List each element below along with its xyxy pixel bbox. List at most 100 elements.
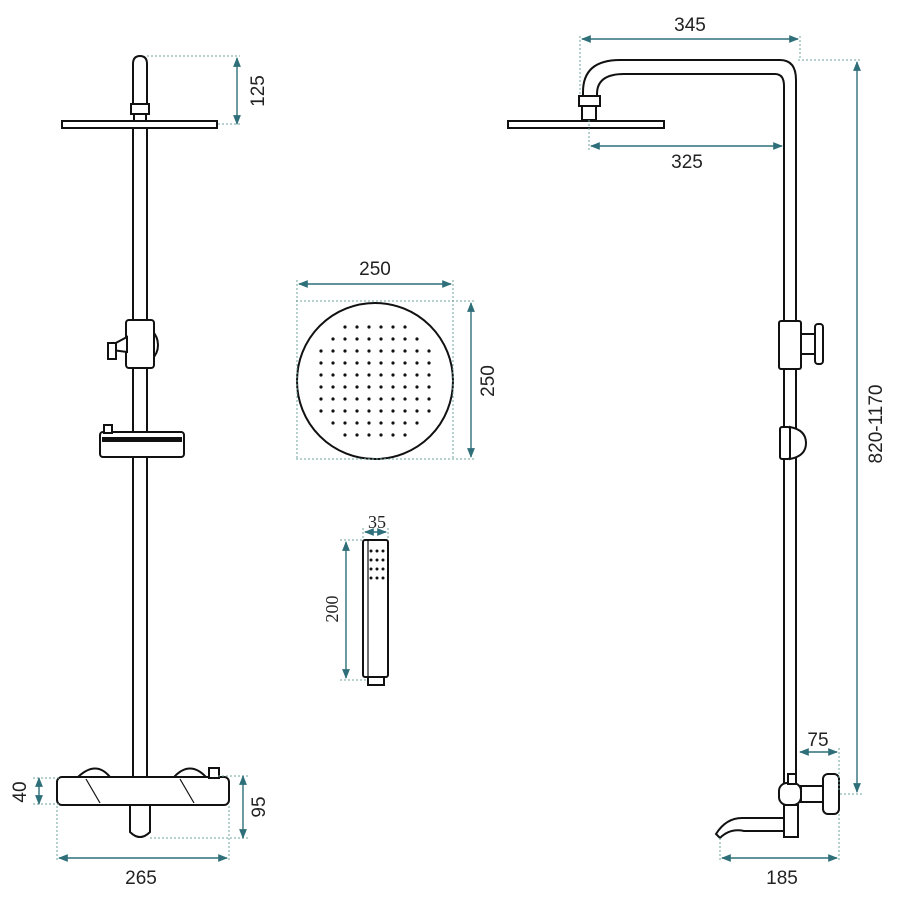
hand-nozzle-dot (369, 549, 373, 553)
nozzle-dot (355, 349, 359, 353)
front-view: 125 40 95 265 (10, 54, 270, 889)
nozzle-dot (319, 349, 323, 353)
nozzle-dot (379, 397, 383, 401)
nozzle-dot (427, 397, 431, 401)
thermostat-mixer-body (56, 776, 230, 806)
nozzle-dot (379, 409, 383, 413)
hand-nozzle-dot (381, 558, 385, 562)
nozzle-dot (379, 421, 383, 425)
nozzle-dot (343, 421, 347, 425)
nozzle-dot (415, 361, 419, 365)
nozzle-dot (343, 349, 347, 353)
dim-label-total-height: 820-1170 (866, 385, 887, 464)
side-slider[interactable] (789, 425, 808, 461)
nozzle-dot (391, 385, 395, 389)
nozzle-dot (367, 361, 371, 365)
dim-label-head-width: 250 (359, 259, 391, 280)
nozzle-dot (403, 373, 407, 377)
nozzle-dot (427, 349, 431, 353)
nozzle-dot (331, 421, 335, 425)
arm-outer (582, 59, 797, 790)
side-shower-plate (507, 120, 665, 129)
dim-label-mixer-width: 265 (125, 868, 157, 889)
nozzle-dot (391, 409, 395, 413)
shower-head-disc (296, 302, 454, 460)
riser-top-pipe (132, 54, 148, 110)
nozzle-dot (379, 337, 383, 341)
nozzle-dot (379, 385, 383, 389)
nozzle-dot (415, 409, 419, 413)
nozzle-dot (391, 397, 395, 401)
hand-shower-detail: 35 200 (322, 512, 389, 686)
arm-joint (578, 95, 601, 107)
nozzle-dot (331, 373, 335, 377)
slider-button[interactable] (103, 424, 113, 434)
nozzle-dot (391, 373, 395, 377)
nozzle-dot (355, 409, 359, 413)
nozzle-dot (331, 337, 335, 341)
hand-nozzle-dot (375, 558, 379, 562)
nozzle-dot (367, 325, 371, 329)
slider-shade (102, 437, 182, 442)
hand-nozzle-grid (369, 549, 385, 580)
nozzle-dot (319, 397, 323, 401)
dim-label-spout-length: 185 (766, 868, 798, 889)
side-diverter-housing (778, 320, 802, 370)
nozzle-dot (391, 361, 395, 365)
nozzle-dot (403, 361, 407, 365)
nozzle-dot (355, 337, 359, 341)
mixer-button[interactable] (208, 767, 220, 779)
nozzle-dot (391, 421, 395, 425)
nozzle-dot (379, 325, 383, 329)
nozzle-grid (319, 325, 431, 437)
nozzle-dot (367, 397, 371, 401)
nozzle-dot (331, 397, 335, 401)
nozzle-dot (343, 433, 347, 437)
nozzle-dot (415, 349, 419, 353)
nozzle-dot (319, 385, 323, 389)
nozzle-dot (379, 433, 383, 437)
side-diverter-knob[interactable] (814, 323, 824, 365)
nozzle-dot (415, 397, 419, 401)
nozzle-dot (343, 385, 347, 389)
dim-label-hand-length: 200 (322, 596, 342, 623)
nozzle-dot (367, 349, 371, 353)
nozzle-dot (427, 409, 431, 413)
dim-label-mixer-height: 40 (10, 781, 31, 802)
nozzle-dot (403, 337, 407, 341)
side-mixer-neck (783, 804, 799, 838)
dim-label-hand-width: 35 (368, 512, 386, 532)
hand-nozzle-dot (375, 567, 379, 571)
slider-bar[interactable] (99, 431, 185, 458)
nozzle-dot (343, 325, 347, 329)
nozzle-dot (379, 373, 383, 377)
nozzle-dot (415, 385, 419, 389)
nozzle-dot (355, 373, 359, 377)
overhead-shower-detail: 250 250 (296, 259, 499, 460)
hand-nozzle-dot (369, 567, 373, 571)
nozzle-dot (343, 337, 347, 341)
nozzle-dot (355, 361, 359, 365)
head-joint (133, 113, 147, 122)
side-diverter-stem (800, 333, 816, 355)
nozzle-dot (367, 409, 371, 413)
nozzle-dot (379, 361, 383, 365)
diverter-knob[interactable] (107, 342, 117, 360)
side-view: 345 325 820-1170 75 185 (507, 15, 887, 889)
nozzle-dot (427, 361, 431, 365)
nozzle-dot (331, 385, 335, 389)
diverter-housing (125, 319, 155, 369)
side-bath-spout (714, 817, 785, 840)
mixer-left-handle-line (85, 778, 101, 804)
nozzle-dot (403, 325, 407, 329)
mixer-spout (129, 804, 151, 838)
nozzle-dot (367, 385, 371, 389)
nozzle-dot (367, 337, 371, 341)
hand-nozzle-dot (381, 576, 385, 580)
dim-label-arm-reach: 345 (674, 15, 706, 36)
nozzle-dot (427, 385, 431, 389)
nozzle-dot (367, 433, 371, 437)
nozzle-dot (355, 325, 359, 329)
side-mixer-handle[interactable] (822, 773, 840, 815)
